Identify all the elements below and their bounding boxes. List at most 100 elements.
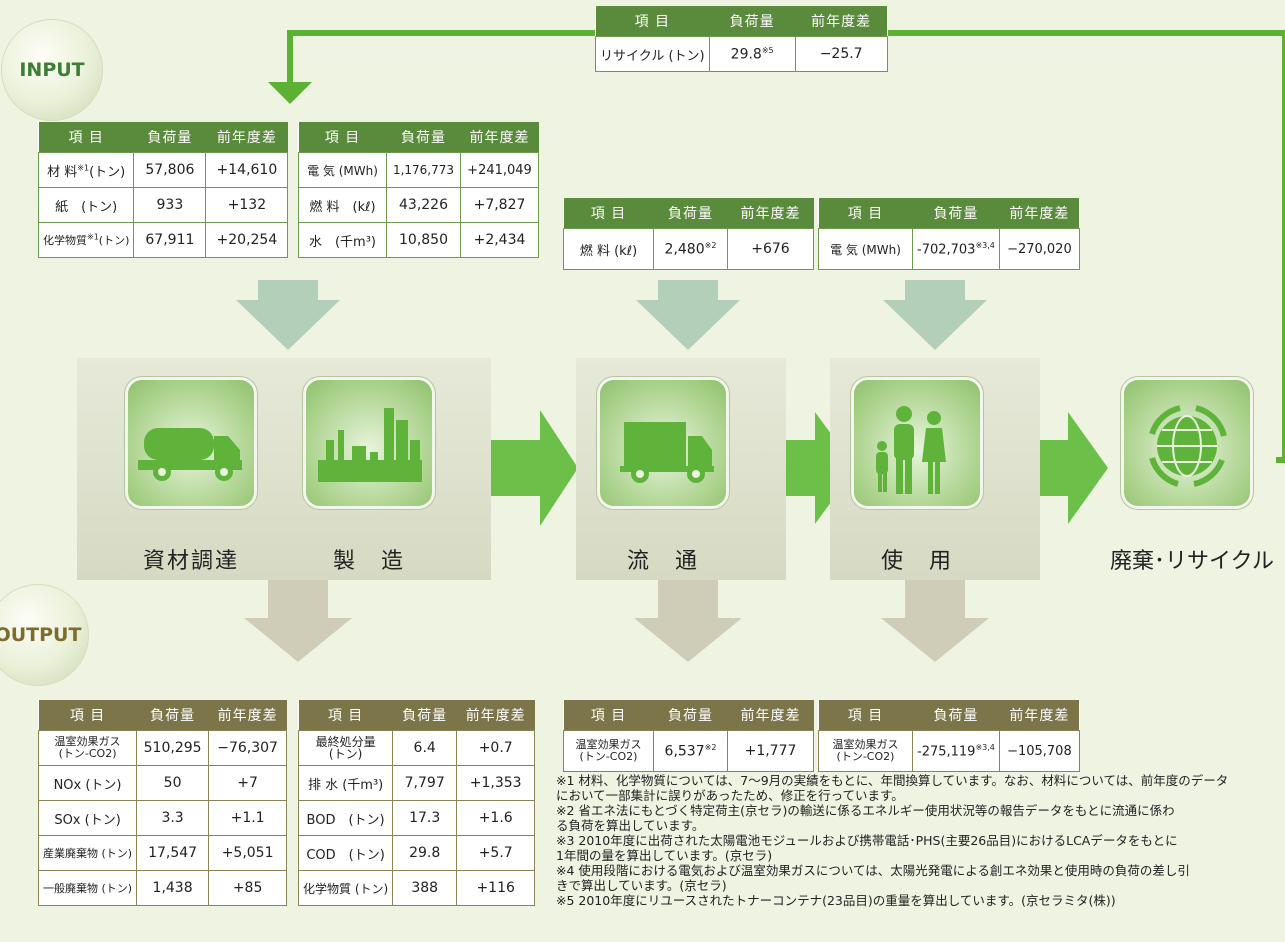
row-label: 材 料※1(トン) <box>37 152 135 188</box>
row-label: 温室効果ガス (トン-CO2) <box>818 730 913 772</box>
col-diff: 前年度差 <box>999 198 1080 229</box>
procurement-tile <box>128 380 254 506</box>
row-label: NOx (トン) <box>37 765 138 801</box>
table-row: 最終処分量 (トン)6.4+0.7 <box>297 730 536 766</box>
stage-label-disposal: 廃棄･リサイクル <box>1110 549 1274 574</box>
row-value: 388 <box>392 870 458 906</box>
row-label: 電 気 (MWh) <box>818 228 913 270</box>
row-value: 3.3 <box>136 800 210 836</box>
row-label: 排 水 (千m³) <box>297 765 394 801</box>
col-load: 負荷量 <box>386 122 461 153</box>
input-distribution-table: 項 目負荷量前年度差 燃 料 (kℓ)2,480※2+676 <box>563 198 814 270</box>
table-row: 産業廃棄物 (トン)17,547+5,051 <box>37 835 288 871</box>
table-row: 一般廃棄物 (トン)1,438+85 <box>37 870 288 906</box>
table-row: COD (トン)29.8+5.7 <box>297 835 536 871</box>
col-item: 項 目 <box>298 122 387 153</box>
table-row: 排 水 (千m³)7,797+1,353 <box>297 765 536 801</box>
col-diff: 前年度差 <box>999 700 1080 731</box>
row-diff: +5.7 <box>456 835 536 871</box>
row-value: 933 <box>133 187 207 223</box>
manufacturing-tile <box>306 380 432 506</box>
row-diff: +14,610 <box>205 152 289 188</box>
row-value: -275,119※3,4 <box>912 730 1000 772</box>
table-row: 水 (千m³)10,850+2,434 <box>298 222 539 258</box>
recycle-tile <box>1124 380 1250 506</box>
row-diff: −270,020 <box>998 228 1080 270</box>
row-diff: +1,353 <box>456 765 536 801</box>
col-item: 項 目 <box>563 198 654 229</box>
input-badge: INPUT <box>2 20 102 120</box>
row-value: 2,480※2 <box>653 228 728 270</box>
col-load: 負荷量 <box>653 700 728 731</box>
row-value: 6,537※2 <box>653 730 728 772</box>
row-value: 57,806 <box>133 152 207 188</box>
row-diff: +241,049 <box>460 152 539 188</box>
col-item: 項 目 <box>563 700 654 731</box>
col-item: 項 目 <box>38 700 137 731</box>
row-value: -702,703※3,4 <box>912 228 1000 270</box>
row-diff: +20,254 <box>205 222 289 258</box>
footnote-line: ※4 使用段階における電気および温室効果ガスについては、太陽光発電による創エネ効… <box>556 863 1190 878</box>
row-label: BOD (トン) <box>297 800 394 836</box>
delivery-truck-icon <box>620 422 714 483</box>
row-diff: +132 <box>205 187 289 223</box>
use-tile <box>854 380 980 506</box>
row-diff: +0.7 <box>456 730 536 766</box>
col-diff: 前年度差 <box>208 700 287 731</box>
stage-label-procurement: 資材調達 <box>142 549 239 574</box>
row-label: 燃 料 (kℓ) <box>298 187 387 223</box>
footnote-line: ※5 2010年度にリユースされたトナーコンテナ(23品目)の重量を算出していま… <box>556 893 1116 908</box>
input-use-table: 項 目負荷量前年度差 電 気 (MWh)-702,703※3,4−270,020 <box>818 198 1080 270</box>
col-item: 項 目 <box>595 6 710 37</box>
footnote-line: ※1 材料、化学物質については、7～9月の実績をもとに、年間換算しています。なお… <box>556 773 1229 788</box>
row-value: 7,797 <box>392 765 458 801</box>
row-diff: +116 <box>456 870 536 906</box>
table-row: BOD (トン)17.3+1.6 <box>297 800 536 836</box>
row-label: リサイクル (トン) <box>595 36 710 72</box>
row-value: 50 <box>136 765 210 801</box>
distribution-tile <box>600 380 726 506</box>
col-diff: 前年度差 <box>727 198 814 229</box>
row-label: 紙 (トン) <box>37 187 135 223</box>
col-load: 負荷量 <box>133 122 206 153</box>
row-diff: −105,708 <box>998 730 1080 772</box>
col-load: 負荷量 <box>709 6 796 37</box>
col-item: 項 目 <box>818 700 913 731</box>
recycle-table: 項 目負荷量前年度差 リサイクル (トン) 29.8※5 −25.7 <box>595 6 888 72</box>
row-label: 化学物質※1(トン) <box>37 222 135 258</box>
col-diff: 前年度差 <box>727 700 814 731</box>
row-value: 1,438 <box>136 870 210 906</box>
row-diff: −76,307 <box>208 730 288 766</box>
footnotes: ※1 材料、化学物質については、7～9月の実績をもとに、年間換算しています。なお… <box>556 773 1285 908</box>
row-label: 水 (千m³) <box>298 222 387 258</box>
table-row: 紙 (トン)933+132 <box>37 187 289 223</box>
family-icon <box>876 406 946 494</box>
output-distribution-table: 項 目負荷量前年度差 温室効果ガス (トン-CO2)6,537※2+1,777 <box>563 700 814 772</box>
row-value: 1,176,773 <box>386 152 461 188</box>
col-load: 負荷量 <box>392 700 457 731</box>
row-label: 温室効果ガス (トン-CO2) <box>563 730 654 772</box>
row-label: 温室効果ガス (トン-CO2) <box>37 730 138 766</box>
row-diff: +676 <box>727 228 814 270</box>
footnote-line: きで算出しています。(京セラ) <box>556 878 727 893</box>
table-row: 材 料※1(トン)57,806+14,610 <box>37 152 289 188</box>
row-diff: +1.6 <box>456 800 536 836</box>
table-row: 燃 料 (kℓ)2,480※2+676 <box>563 228 814 270</box>
output-use-table: 項 目負荷量前年度差 温室効果ガス (トン-CO2)-275,119※3,4−1… <box>818 700 1080 772</box>
footnote-line: る負荷を算出しています。 <box>556 818 705 833</box>
col-load: 負荷量 <box>136 700 209 731</box>
row-label: 一般廃棄物 (トン) <box>37 870 138 906</box>
table-row: 温室効果ガス (トン-CO2)-275,119※3,4−105,708 <box>818 730 1080 772</box>
col-item: 項 目 <box>818 198 913 229</box>
table-row: 電 気 (MWh)-702,703※3,4−270,020 <box>818 228 1080 270</box>
table-row: SOx (トン)3.3+1.1 <box>37 800 288 836</box>
table-row: リサイクル (トン) 29.8※5 −25.7 <box>595 36 888 72</box>
output-procurement-table: 項 目負荷量前年度差 温室効果ガス (トン-CO2)510,295−76,307… <box>37 700 288 906</box>
output-badge: OUTPUT <box>0 585 88 685</box>
row-label: 産業廃棄物 (トン) <box>37 835 138 871</box>
row-value: 10,850 <box>386 222 461 258</box>
table-row: 化学物質 (トン)388+116 <box>297 870 536 906</box>
col-load: 負荷量 <box>653 198 728 229</box>
footnote-line: ※2 省エネ法にもとづく特定荷主(京セラ)の輸送に係るエネルギー使用状況等の報告… <box>556 803 1175 818</box>
